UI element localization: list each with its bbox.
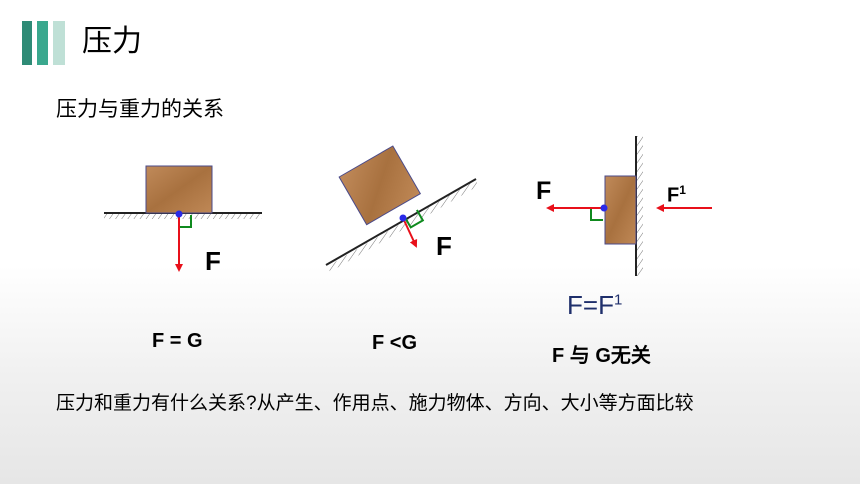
diagram-incline [325,145,478,272]
wooden-block-incline [338,145,422,226]
diagram-wall [546,136,712,276]
right-angle-mark-incline [403,209,425,229]
ground-hatch [104,213,262,219]
relation-label-2: F <G [372,332,418,354]
incline-hatch [328,180,478,272]
relation-label-1: F = G [152,330,203,352]
push-force-label: F1 [667,183,686,207]
relation-label-3: F 与 G无关 [552,345,651,367]
page-title: 压力 [82,25,142,58]
pressure-arrow-incline [402,217,418,248]
section-subtitle: 压力与重力的关系 [56,98,224,121]
header-accent-bar-1 [22,21,32,65]
force-label-3: F [536,177,552,205]
force-label-1: F [205,246,221,276]
comparison-question: 压力和重力有什么关系?从产生、作用点、施力物体、方向、大小等方面比较 [56,393,694,414]
diagram-horizontal [104,165,262,272]
wall-hatch [636,136,643,276]
incline-line [325,178,477,266]
application-point-wall [600,204,608,212]
header-accent-bar-2 [37,21,48,65]
application-point-incline [399,214,407,222]
application-point [175,210,183,218]
force-label-2: F [436,231,452,261]
header-accent-bar-3 [53,21,65,65]
wooden-block-wall [604,175,637,245]
wooden-block [145,165,213,214]
equation-label: F=F1 [567,290,623,320]
